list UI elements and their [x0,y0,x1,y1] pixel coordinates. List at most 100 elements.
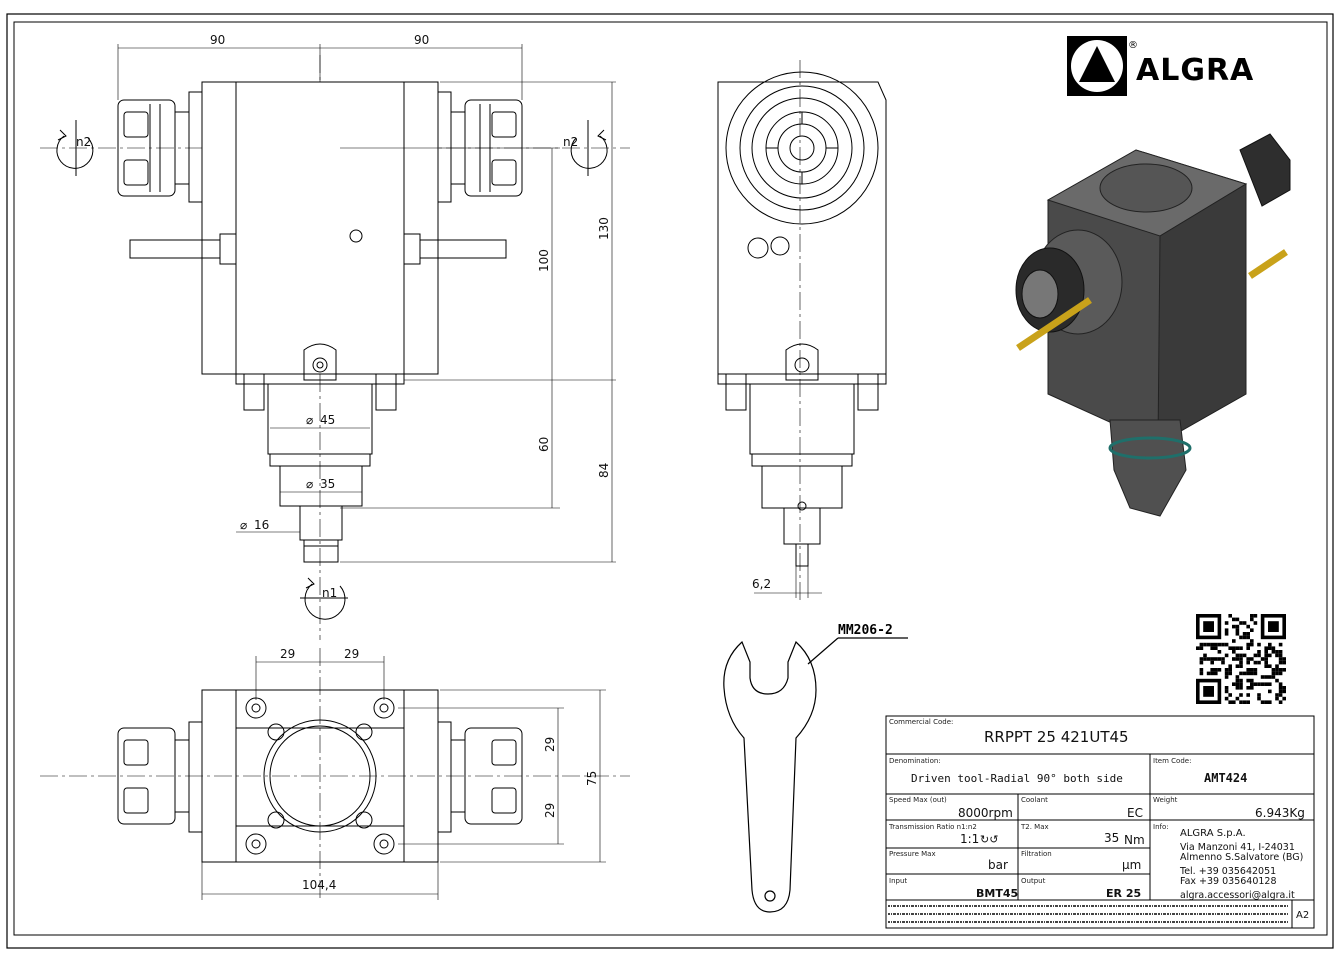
qr-module [1246,624,1250,629]
dim-29-upper: 29 [543,737,557,752]
qr-finder [1268,621,1279,632]
qr-module [1271,650,1276,654]
qr-module [1278,653,1283,658]
qr-module [1264,646,1268,650]
qr-module [1203,642,1207,647]
qr-module [1239,700,1243,704]
qr-module [1235,646,1240,650]
qr-module [1268,646,1272,650]
qr-module [1253,621,1258,625]
qr-module [1224,689,1229,694]
qr-module [1228,700,1232,704]
qr-module [1260,682,1265,686]
qr-module [1203,653,1207,658]
registered-mark: ® [1128,40,1138,51]
value-item-code: AMT424 [1204,771,1247,785]
qr-module [1235,617,1240,622]
info-address-2: Almenno S.Salvatore (BG) [1180,852,1303,863]
qr-module [1264,675,1268,679]
qr-module [1224,675,1229,679]
qr-module [1271,671,1276,676]
dim-75: 75 [585,771,599,786]
rotation-label-left: n2 [76,135,91,149]
qr-module [1210,668,1214,672]
qr-module [1275,671,1279,676]
qr-module [1235,653,1240,658]
value-denomination: Driven tool-Radial 90° both side [911,772,1123,785]
info-fax: Fax +39 035640128 [1180,876,1277,887]
qr-module [1232,639,1236,643]
qr-module [1260,657,1265,661]
qr-module [1235,628,1240,632]
qr-module [1253,614,1258,618]
top-view-dimensions [201,656,606,900]
rotation-label-right: n2 [563,135,578,149]
qr-module [1278,700,1283,704]
qr-module [1239,678,1243,683]
wrench-label: MM206-2 [838,623,893,638]
qr-module [1275,668,1279,672]
qr-module [1264,660,1268,665]
value-speed-max: 8000rpm [958,806,1013,820]
qr-module [1228,614,1232,618]
label-input: Input [889,877,907,885]
qr-module [1221,660,1225,665]
qr-module [1257,693,1261,697]
qr-module [1282,668,1286,672]
qr-module [1275,650,1279,654]
label-output: Output [1021,877,1046,885]
sheet-border-outer [6,13,1334,949]
qr-module [1239,657,1243,661]
label-torque: T2. Max [1020,823,1049,831]
qr-module [1242,700,1247,704]
qr-module [1250,628,1254,632]
qr-module [1275,653,1279,658]
qr-module [1221,642,1225,647]
qr-module [1199,657,1204,661]
qr-module [1239,693,1243,697]
value-torque-unit: Nm [1124,833,1145,847]
dim-diameter-45-symbol: ⌀ [306,413,313,427]
info-company: ALGRA S.p.A. [1180,828,1246,839]
qr-module [1224,671,1229,676]
qr-module [1217,668,1222,672]
qr-module [1257,696,1261,701]
info-tel: Tel. +39 035642051 [1179,866,1276,877]
qr-module [1271,646,1276,650]
qr-module [1224,696,1229,701]
dim-diameter-16-symbol: ⌀ [240,518,247,532]
qr-module [1210,642,1214,647]
qr-module [1199,642,1204,647]
qr-module [1224,686,1229,690]
qr-module [1224,628,1229,632]
qr-module [1260,675,1265,679]
info-address-1: Via Manzoni 41, I-24031 [1180,842,1295,853]
qr-code [1196,614,1286,704]
qr-finder [1203,686,1214,697]
value-filtration-unit: µm [1122,858,1141,872]
qr-module [1278,668,1283,672]
side-view [717,60,887,600]
qr-module [1246,646,1250,650]
qr-module [1278,689,1283,694]
qr-module [1264,664,1268,668]
qr-module [1228,671,1232,676]
qr-module [1217,657,1222,661]
qr-module [1250,678,1254,683]
qr-module [1260,700,1265,704]
dim-90-left: 90 [210,33,225,47]
qr-module [1235,657,1240,661]
qr-module [1268,642,1272,647]
qr-module [1246,642,1250,647]
qr-module [1268,653,1272,658]
qr-module [1246,657,1250,661]
qr-module [1239,653,1243,658]
qr-module [1257,650,1261,654]
qr-module [1228,646,1232,650]
qr-module [1246,686,1250,690]
algra-logo-text: ALGRA [1136,53,1254,88]
qr-module [1239,646,1243,650]
dim-29-left: 29 [280,647,295,661]
qr-module [1210,657,1214,661]
